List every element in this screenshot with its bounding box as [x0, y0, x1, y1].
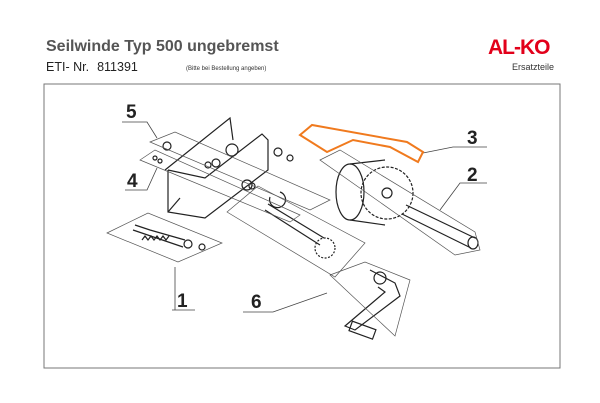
pinion-gear	[314, 237, 336, 259]
drum-gear	[360, 166, 414, 220]
eti-value: 811391	[97, 60, 138, 74]
crank-handle	[343, 269, 401, 331]
label-5: 5	[126, 102, 137, 123]
diagram-frame	[43, 83, 561, 369]
label-1: 1	[177, 291, 188, 312]
alko-logo: AL-KO	[488, 36, 550, 59]
label-3: 3	[467, 128, 478, 149]
page-title: Seilwinde Typ 500 ungebremst	[46, 38, 279, 55]
order-note: (Bitte bei Bestellung angeben)	[186, 66, 267, 72]
bracket-front-plate	[167, 133, 269, 219]
leader-lines	[122, 121, 487, 313]
group-outlines	[106, 131, 481, 337]
spring	[141, 235, 170, 241]
highlight-part-3	[298, 123, 425, 164]
bracket-back-plate	[164, 116, 234, 171]
label-4: 4	[127, 171, 138, 192]
label-6: 6	[251, 292, 262, 313]
eti-number: ETI- Nr. 811391	[46, 60, 138, 74]
logo-subtitle: Ersatzteile	[512, 62, 555, 72]
eti-label: ETI- Nr.	[46, 60, 90, 74]
winch-drawing	[132, 116, 479, 340]
label-2: 2	[467, 165, 478, 186]
